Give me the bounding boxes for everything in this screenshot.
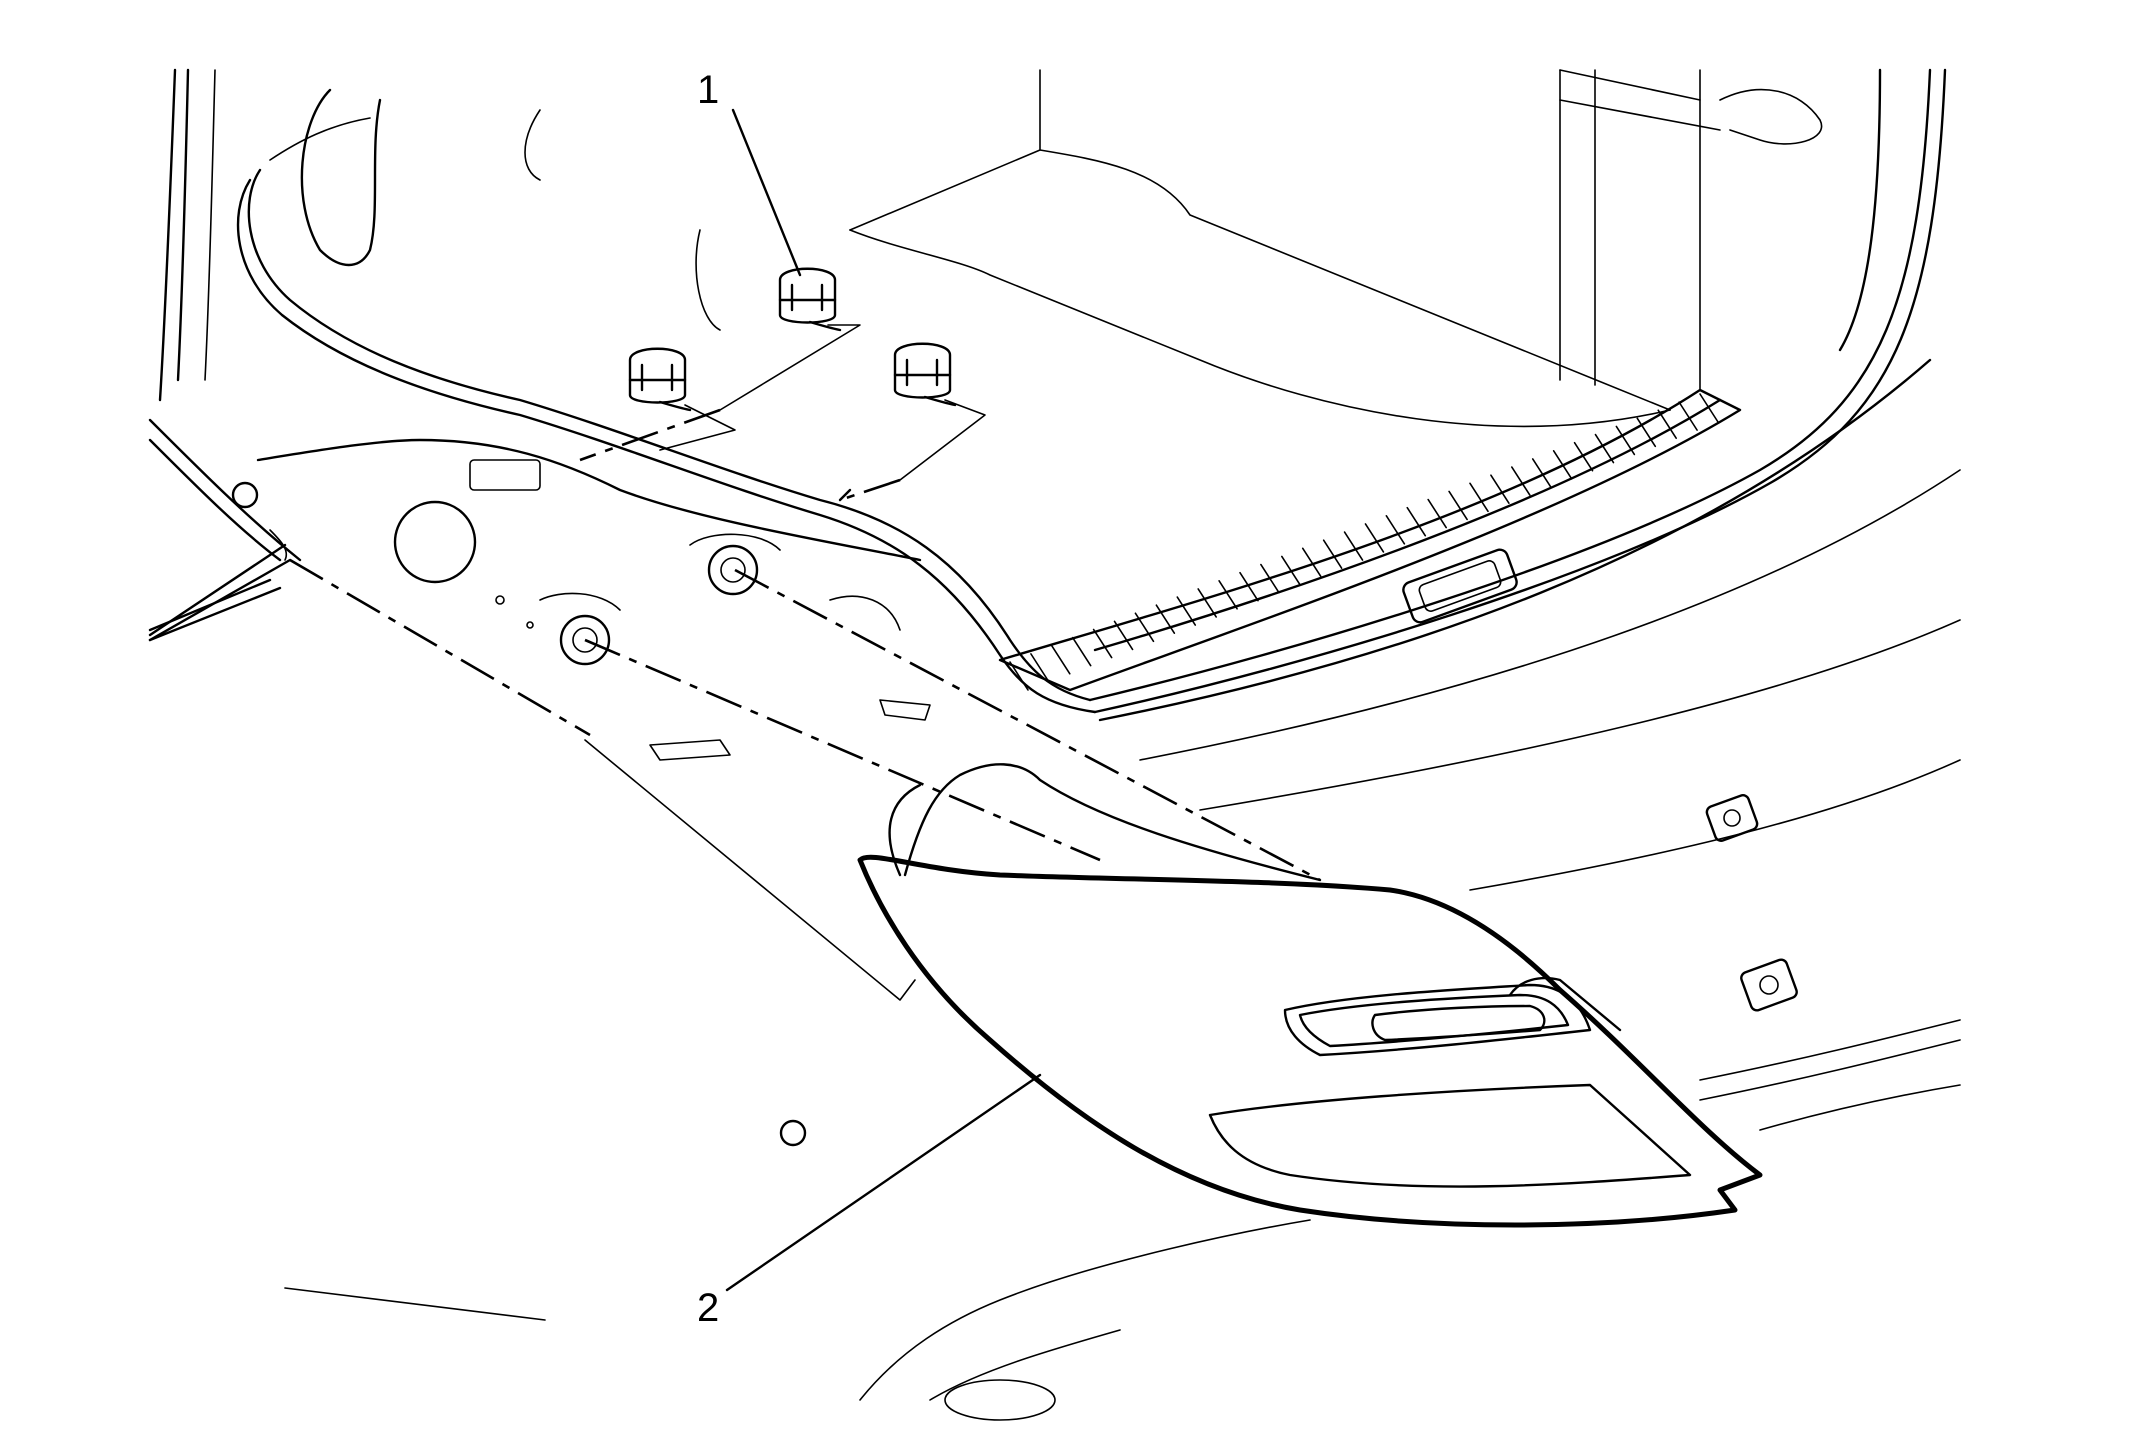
rear-sill-plate [998,388,1742,692]
sill-rib [1009,661,1029,691]
sill-rib [1197,588,1217,618]
sill-rib [1636,417,1657,448]
tail-lamp-assembly [857,763,1763,1228]
retainer-clips [628,267,957,412]
callout-leaders [148,108,1042,1292]
sill-rib [1155,604,1176,634]
retainer-clip [893,342,957,407]
leader-line-2 [725,1073,1042,1292]
sill-rib [1281,555,1301,586]
callout-label-1: 1 [697,68,720,112]
sill-rib [1113,620,1134,651]
sill-rib [1406,506,1427,537]
sill-rib [1469,482,1489,513]
install-alignment-lines [289,324,1321,1001]
sill-rib [1615,425,1636,456]
sill-rib [1071,636,1092,667]
leader-line-1 [731,108,802,277]
lamp-mounting-panel [148,438,931,761]
sill-rib [1030,653,1050,683]
sill-rib [1385,515,1406,545]
sill-rib [1678,401,1698,431]
sill-rib [1301,547,1322,578]
leader-line-3 [148,558,292,642]
sill-rib [1573,441,1594,472]
sill-rib [1699,393,1719,423]
sill-rib [1448,490,1468,521]
sill-rib [1260,563,1280,594]
sill-rib [1657,409,1677,440]
sill-rib [1594,433,1615,464]
rear-fascia [284,358,1961,1421]
sill-rib [1134,612,1155,643]
sill-rib [1511,466,1531,496]
sill-rib [1427,498,1447,529]
sill-rib [1552,450,1573,480]
sill-rib [1239,571,1259,602]
cargo-floor [524,69,1823,428]
callout-label-2: 2 [697,1286,720,1330]
sill-rib [1531,458,1552,488]
liftgate-opening [236,68,1947,714]
sill-rib [1176,596,1197,626]
sill-rib [1051,644,1071,675]
retainer-clip [778,267,842,332]
sill-rib [1364,523,1385,553]
sill-rib [1092,628,1113,659]
retainer-clip [628,347,692,412]
sill-rib [1322,539,1343,569]
sill-rib [1343,531,1364,561]
sill-rib [1490,474,1510,505]
sill-rib [1218,579,1238,610]
